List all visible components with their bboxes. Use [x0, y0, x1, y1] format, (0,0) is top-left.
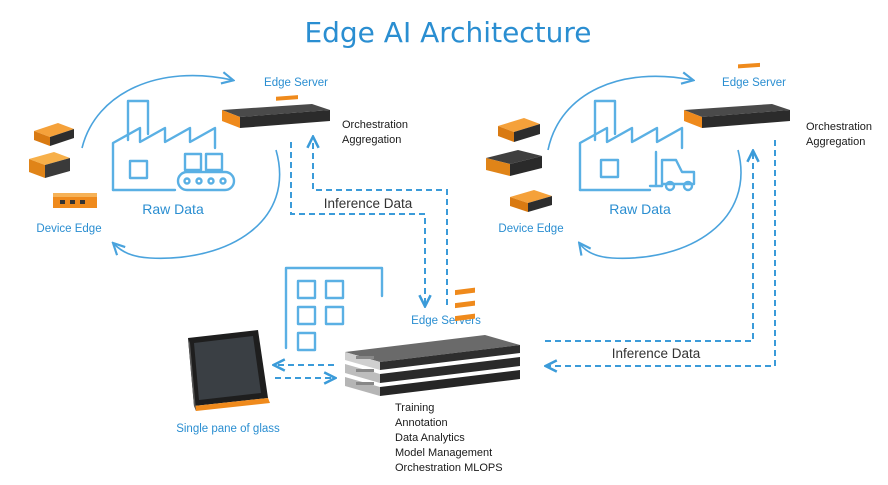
right-raw-data-label: Raw Data — [609, 201, 671, 217]
capability-orchestration-mlops: Orchestration MLOPS — [395, 462, 503, 474]
rack-servers-icon — [345, 287, 520, 396]
device-box-icon — [498, 118, 540, 142]
device-box-icon — [510, 190, 552, 212]
inference-data-label-right: Inference Data — [612, 346, 701, 361]
capability-data-analytics: Data Analytics — [395, 432, 465, 444]
device-box-icon — [53, 193, 97, 208]
capability-model-management: Model Management — [395, 447, 492, 459]
left-cluster: Raw Data Device Edge Edge Server — [29, 76, 411, 260]
left-device-edge-label: Device Edge — [36, 223, 101, 235]
capability-annotation: Annotation — [395, 417, 448, 429]
single-pane-label: Single pane of glass — [176, 423, 280, 435]
left-inference-path-up — [313, 138, 448, 305]
factory-forklift-icon — [578, 99, 696, 192]
right-device-edge-label: Device Edge — [498, 223, 563, 235]
capability-training: Training — [395, 402, 434, 414]
edge-server-icon — [222, 95, 330, 128]
tablet-icon — [188, 330, 270, 411]
app-grid-icon — [284, 266, 384, 352]
right-orchestration-text: Orchestration Aggregation — [806, 121, 875, 148]
left-inference-path-down — [290, 142, 425, 305]
right-flow-arc-top — [547, 76, 692, 151]
inference-data-label-top: Inference Data — [324, 196, 413, 211]
left-edge-server-label: Edge Server — [264, 77, 328, 89]
right-inference-path-down — [547, 140, 776, 366]
factory-conveyor-icon — [111, 99, 236, 192]
capabilities-list: Training Annotation Data Analytics Model… — [395, 402, 503, 474]
left-flow-arc-bottom — [114, 149, 281, 260]
right-flow-arc-bottom — [580, 149, 742, 260]
left-flow-arc-top — [81, 76, 232, 149]
page-title: Edge AI Architecture — [304, 16, 591, 49]
device-box-icon — [29, 152, 70, 178]
left-raw-data-label: Raw Data — [142, 201, 204, 217]
device-box-icon — [486, 150, 542, 176]
device-box-icon — [34, 123, 74, 146]
right-cluster: Raw Data Device Edge Edge Server Orche — [486, 62, 875, 260]
right-edge-server-label: Edge Server — [722, 77, 786, 89]
edge-server-icon — [684, 62, 790, 128]
right-inference-path-up — [545, 152, 753, 342]
left-orchestration-text: Orchestration Aggregation — [342, 119, 411, 146]
